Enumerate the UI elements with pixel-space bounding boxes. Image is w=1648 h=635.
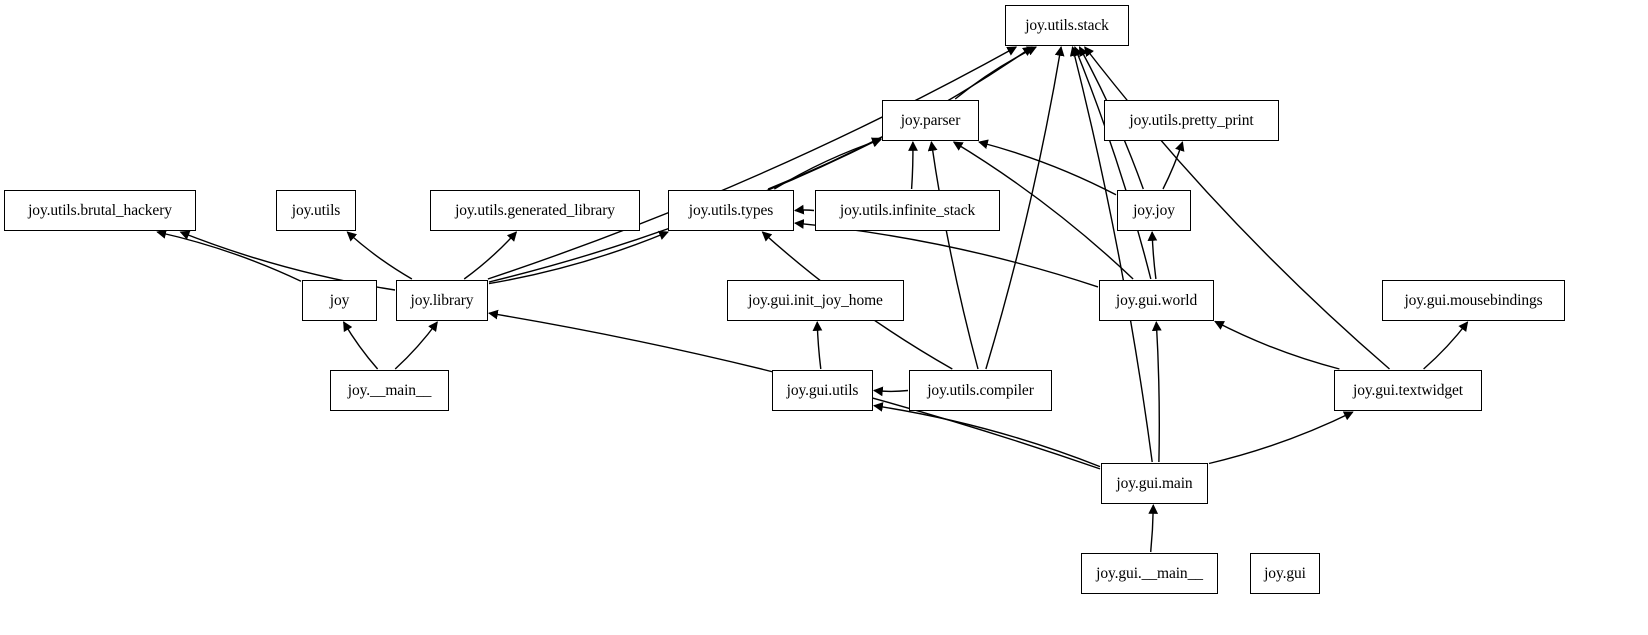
graph-node-label: joy.utils.stack <box>1025 16 1109 34</box>
graph-node-joy-joy[interactable]: joy.joy <box>1117 190 1191 231</box>
graph-node-label: joy.utils.types <box>688 201 774 219</box>
graph-node-joy[interactable]: joy <box>302 280 377 321</box>
graph-node-label: joy.gui.textwidget <box>1353 381 1463 399</box>
graph-node-label: joy.utils.compiler <box>927 381 1034 399</box>
graph-node-label: joy.gui.init_joy_home <box>748 291 883 309</box>
graph-node-joy-gui-init-joy-home[interactable]: joy.gui.init_joy_home <box>727 280 904 321</box>
graph-node-joy-gui-world[interactable]: joy.gui.world <box>1099 280 1214 321</box>
graph-node-joy-library[interactable]: joy.library <box>396 280 488 321</box>
graph-node-label: joy.__main__ <box>347 381 432 399</box>
graph-node-label: joy.library <box>410 291 474 309</box>
graph-node-joy-utils-compiler[interactable]: joy.utils.compiler <box>909 370 1052 411</box>
graph-node-label: joy.gui <box>1264 564 1306 582</box>
graph-node-joy-gui-mousebindings[interactable]: joy.gui.mousebindings <box>1382 280 1565 321</box>
graph-node-label: joy.gui.mousebindings <box>1404 291 1543 309</box>
graph-node-label: joy.joy <box>1133 201 1175 219</box>
graph-node-label: joy.gui.utils <box>786 381 859 399</box>
graph-node-joy-utils-generated-library[interactable]: joy.utils.generated_library <box>430 190 640 231</box>
graph-node-joy-parser[interactable]: joy.parser <box>882 100 979 141</box>
graph-node-joy---main--[interactable]: joy.__main__ <box>330 370 449 411</box>
graph-node-label: joy.parser <box>900 111 961 129</box>
graph-node-label: joy.gui.world <box>1115 291 1198 309</box>
graph-node-joy-utils-stack[interactable]: joy.utils.stack <box>1005 5 1129 46</box>
graph-node-joy-utils-types[interactable]: joy.utils.types <box>668 190 794 231</box>
graph-node-joy-utils-pretty-print[interactable]: joy.utils.pretty_print <box>1104 100 1279 141</box>
graph-node-joy-utils[interactable]: joy.utils <box>276 190 356 231</box>
graph-node-joy-utils-infinite-stack[interactable]: joy.utils.infinite_stack <box>815 190 1000 231</box>
graph-node-label: joy.utils.generated_library <box>455 201 615 219</box>
graph-node-joy-utils-brutal-hackery[interactable]: joy.utils.brutal_hackery <box>4 190 196 231</box>
graph-node-joy-gui-utils[interactable]: joy.gui.utils <box>772 370 873 411</box>
graph-node-label: joy.utils.pretty_print <box>1129 111 1254 129</box>
graph-node-joy-gui-main[interactable]: joy.gui.main <box>1101 463 1208 504</box>
graph-node-label: joy <box>329 291 350 309</box>
graph-node-joy-gui-textwidget[interactable]: joy.gui.textwidget <box>1334 370 1482 411</box>
graph-node-label: joy.gui.main <box>1116 474 1193 492</box>
graph-node-label: joy.utils <box>291 201 341 219</box>
graph-node-joy-gui[interactable]: joy.gui <box>1250 553 1320 594</box>
graph-node-label: joy.utils.brutal_hackery <box>28 201 172 219</box>
graph-node-joy-gui---main--[interactable]: joy.gui.__main__ <box>1081 553 1218 594</box>
graph-node-label: joy.gui.__main__ <box>1096 564 1203 582</box>
graph-node-label: joy.utils.infinite_stack <box>839 201 976 219</box>
